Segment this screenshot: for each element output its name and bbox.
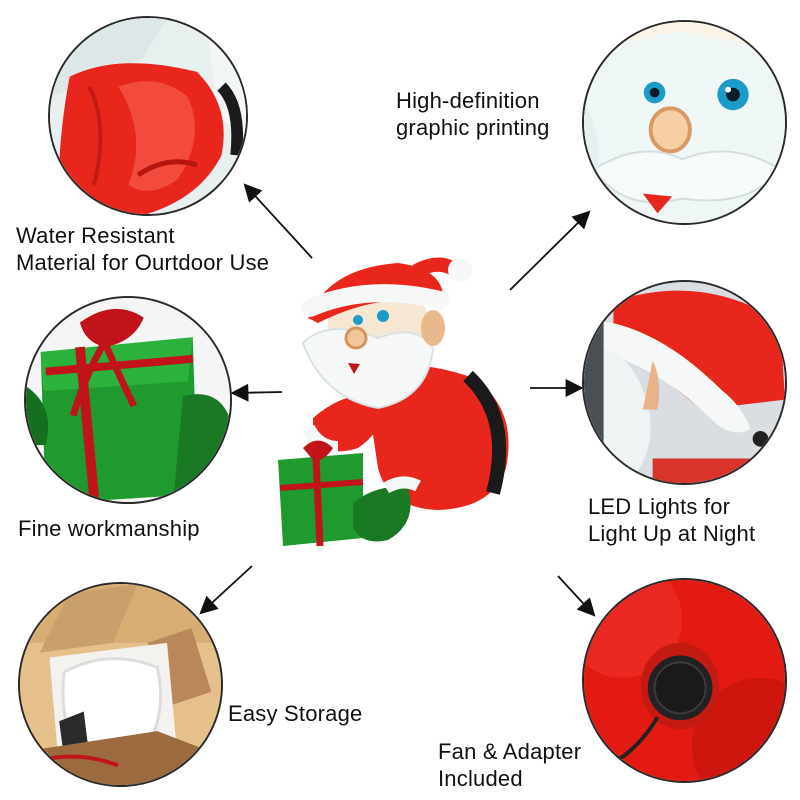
fan-vent-closeup (582, 578, 787, 783)
gift-box-closeup (24, 296, 232, 504)
feature-label-fan: Fan & Adapter Included (438, 739, 582, 791)
inflatable-fabric-closeup (48, 16, 248, 216)
cardboard-box (18, 582, 223, 787)
feature-label-workmanship: Fine workmanship (18, 516, 200, 541)
santa-hat-closeup (582, 280, 787, 485)
feature-label-water: Water Resistant Material for Ourtdoor Us… (16, 223, 270, 275)
feature-label-storage: Easy Storage (228, 701, 363, 726)
feature-label-led: LED Lights for Light Up at Night (588, 494, 756, 546)
feature-label-print: High-definition graphic printing (396, 88, 550, 140)
inflatable-santa-product (278, 257, 509, 547)
santa-face-closeup (582, 20, 787, 225)
